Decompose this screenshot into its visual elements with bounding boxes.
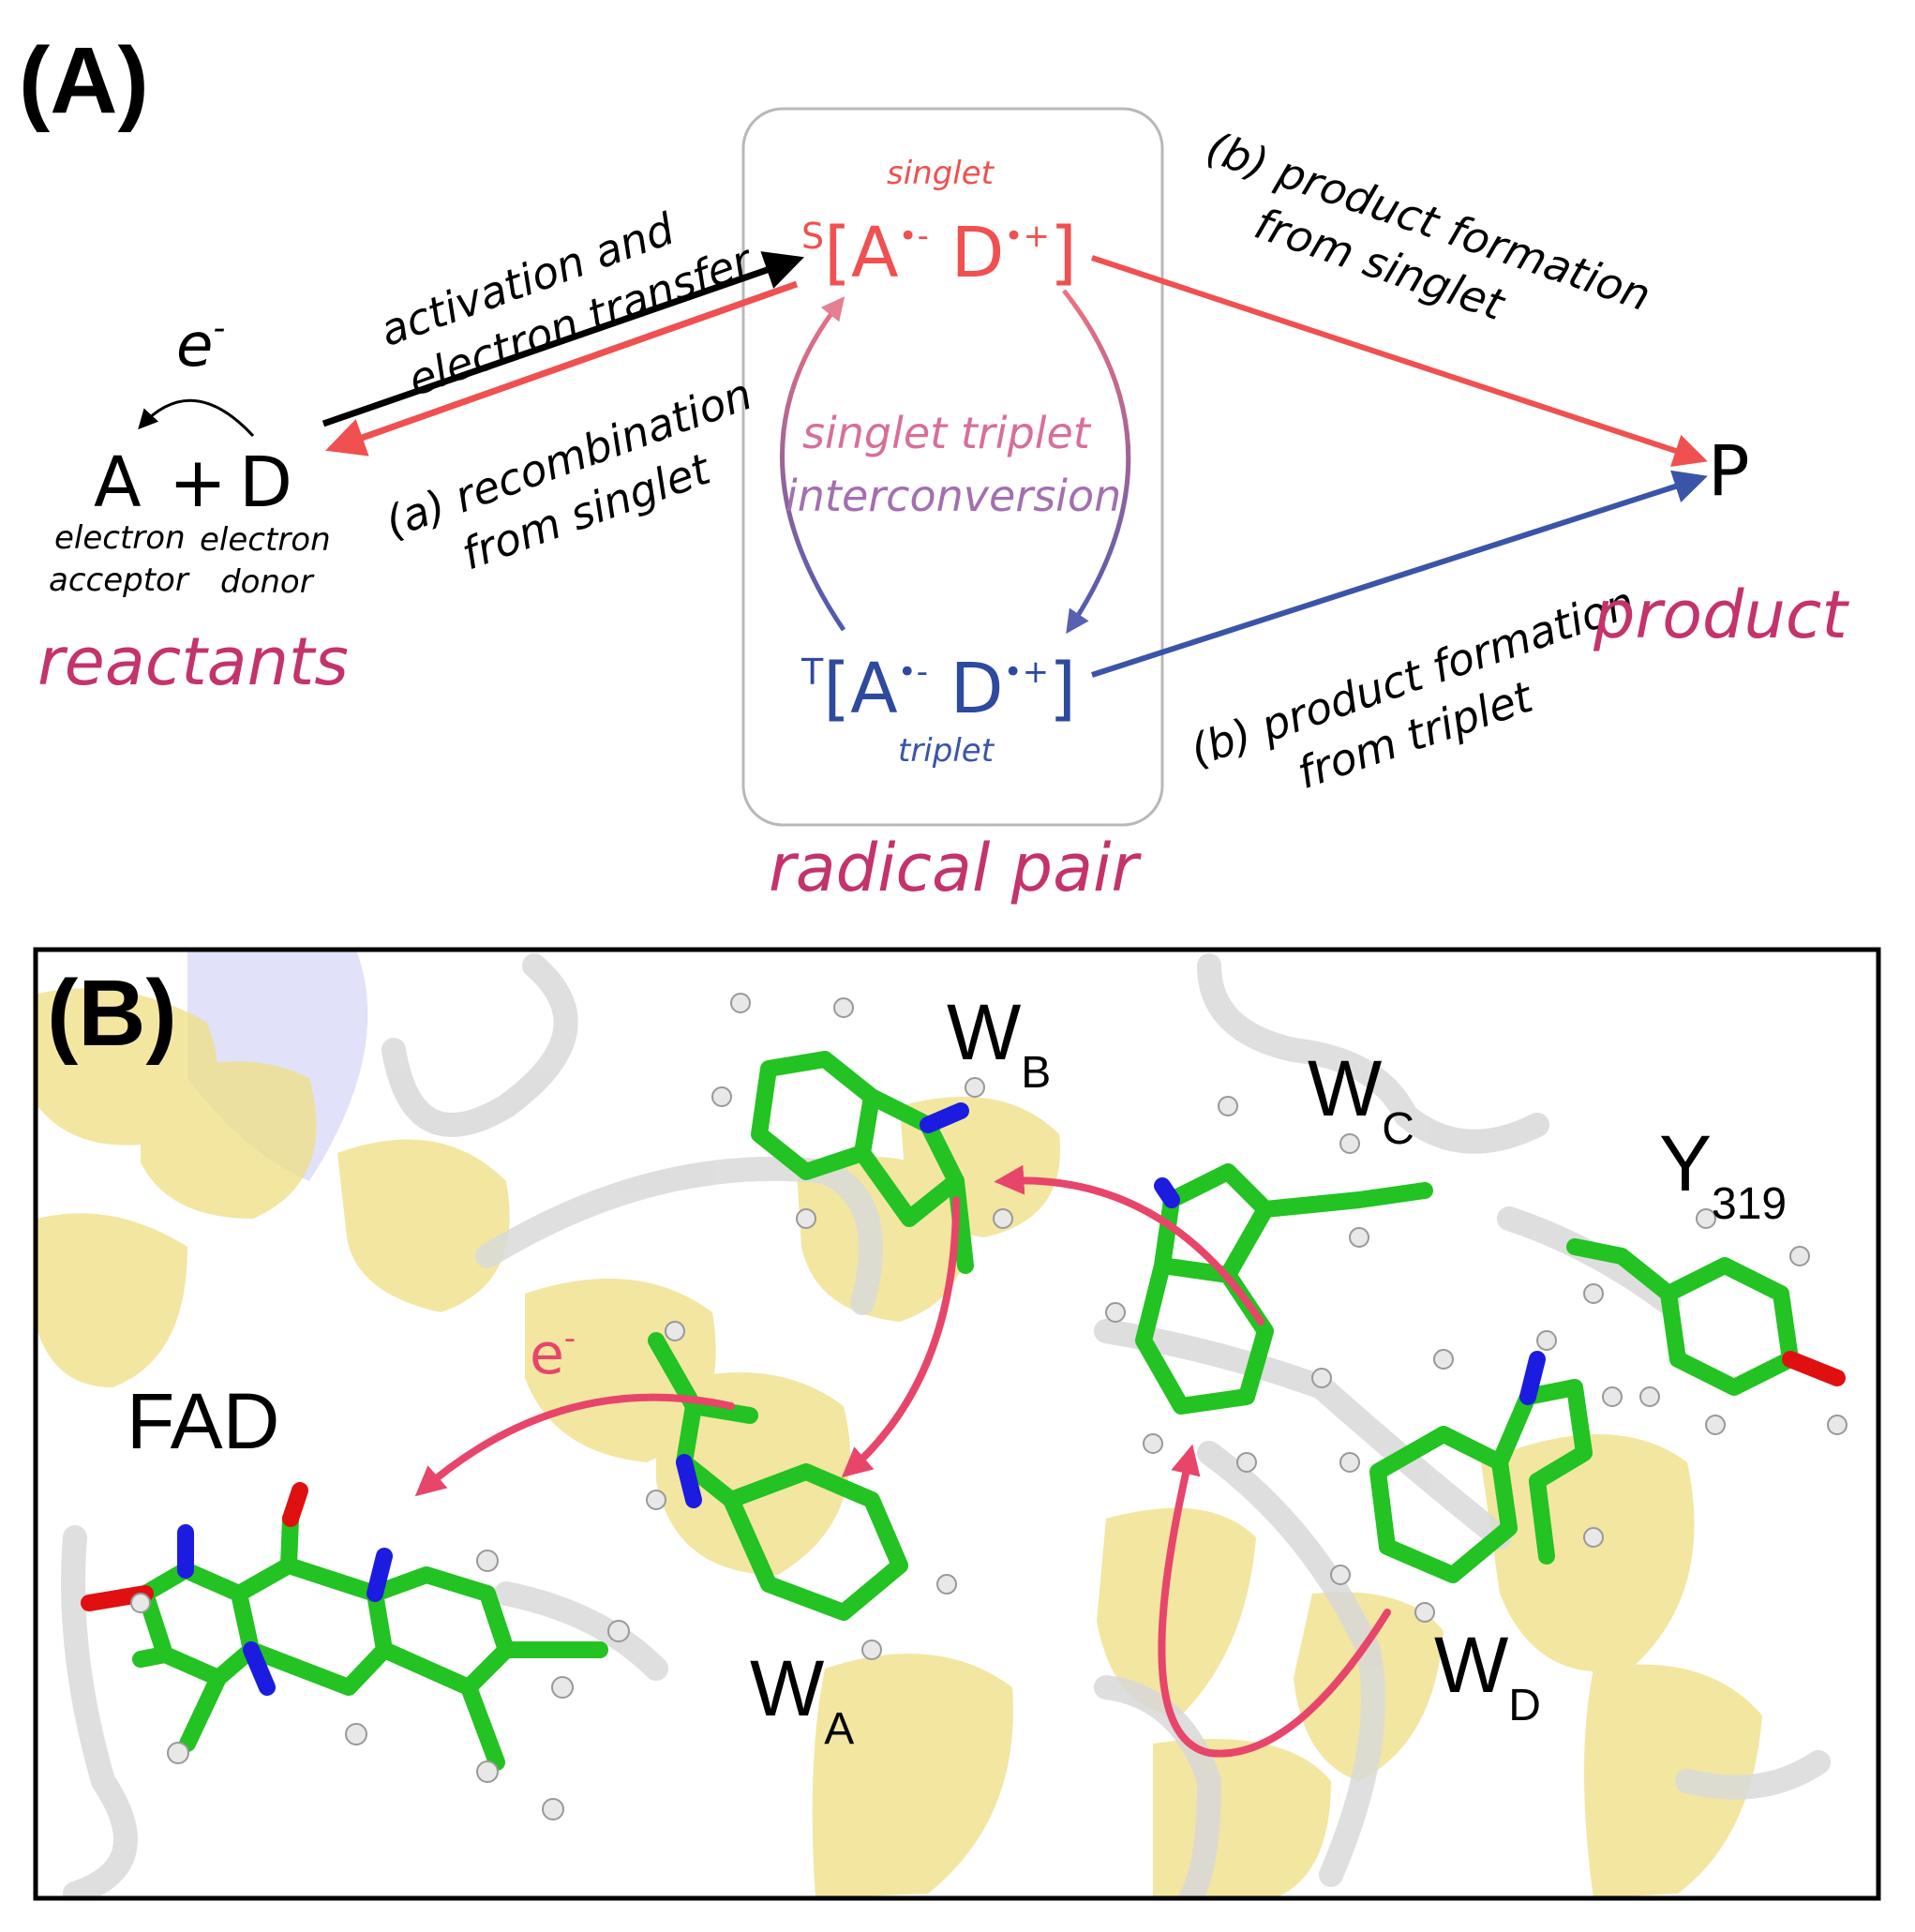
tyrosine-319 <box>1566 1208 1848 1435</box>
product-singlet-arrow <box>1091 255 1708 468</box>
singlet-label: singlet <box>887 155 995 192</box>
hop-wb-wa <box>841 1196 960 1478</box>
triplet-label: triplet <box>898 732 995 770</box>
panel-a: (A) e- A + D electron acceptor electron … <box>19 28 1849 906</box>
activation-arrow <box>322 251 804 427</box>
residue-y319-main: Y <box>1659 1119 1712 1207</box>
triplet-prefix: T <box>800 651 824 693</box>
svg-text:WA: WA <box>750 1644 854 1754</box>
triplet-a-sup: •- <box>898 653 928 691</box>
residue-wb-main: W <box>947 988 1021 1076</box>
hop-wd-wc <box>1158 1444 1391 1758</box>
donor-symbol: D <box>239 442 292 523</box>
singlet-d-sup: •+ <box>1004 217 1050 255</box>
panel-b-label: (B) <box>47 961 177 1066</box>
acceptor-desc-2: acceptor <box>49 562 190 599</box>
product-label: product <box>1593 577 1849 653</box>
reactants-group: e- A + D electron acceptor electron dono… <box>37 309 349 700</box>
electron-hop-arrows <box>414 1164 1391 1758</box>
residue-wd-main: W <box>1434 1621 1508 1709</box>
acceptor-symbol: A <box>94 442 142 523</box>
svg-text:WC: WC <box>1308 1044 1414 1154</box>
product-triplet-arrow <box>1091 470 1708 678</box>
protein-render <box>36 950 1878 1898</box>
singlet-mid: D <box>929 213 1005 293</box>
svg-text:Y319: Y319 <box>1659 1119 1787 1229</box>
electron-transfer-arrow <box>138 398 255 438</box>
fad-label: FAD <box>127 1377 279 1465</box>
product-symbol: P <box>1708 431 1750 512</box>
panel-b-electron: e <box>530 1322 564 1387</box>
singlet-state: singlet S[A•- D•+] <box>801 155 1077 293</box>
residue-wc-main: W <box>1308 1044 1382 1132</box>
electron-symbol: e <box>176 311 213 381</box>
reactants-label: reactants <box>37 623 349 700</box>
electron-sup: - <box>213 309 225 348</box>
residue-wa-main: W <box>750 1644 824 1732</box>
singlet-prefix: S <box>801 216 824 257</box>
svg-text:e-: e- <box>530 1320 576 1387</box>
svg-text:e-: e- <box>176 309 225 381</box>
interconversion-line-2: interconversion <box>785 471 1121 521</box>
cycle-arrow-left <box>780 296 846 632</box>
hop-wa-fad <box>414 1393 735 1497</box>
donor-desc-1: electron <box>200 521 331 559</box>
triplet-close: ] <box>1049 649 1076 729</box>
panel-b-frame <box>33 947 1881 1901</box>
triplet-state: T[A•- D•+] triplet <box>800 649 1076 770</box>
acceptor-desc-1: electron <box>54 519 186 557</box>
residue-wb-sub: B <box>1021 1048 1051 1098</box>
panel-b-electron-sup: - <box>564 1320 576 1357</box>
cycle-arrow-right <box>1062 289 1131 635</box>
plus-sign: + <box>169 442 227 523</box>
tryptophan-b <box>711 993 1013 1274</box>
triplet-d-sup: •+ <box>1004 653 1050 691</box>
interconversion-line-1: singlet triplet <box>802 408 1092 458</box>
residue-wa-sub: A <box>824 1704 854 1754</box>
panel-b: (B) FAD e- WA WB WC WD Y319 <box>33 947 1881 1901</box>
panel-a-label: (A) <box>19 28 149 133</box>
svg-text:WB: WB <box>947 988 1051 1098</box>
tryptophan-a <box>646 1321 957 1660</box>
tryptophan-d <box>1330 1330 1623 1623</box>
svg-text:S[A•- D•+]: S[A•- D•+] <box>801 213 1077 293</box>
recombination-arrow <box>325 280 799 457</box>
hop-wc-wb <box>994 1164 1264 1325</box>
residue-wd-sub: D <box>1508 1681 1541 1730</box>
radical-pair-label: radical pair <box>769 830 1142 906</box>
fad-molecule <box>81 1482 630 1820</box>
residue-y319-sub: 319 <box>1712 1179 1787 1229</box>
donor-desc-2: donor <box>220 563 315 601</box>
singlet-close: ] <box>1050 213 1077 293</box>
singlet-a-sup: •- <box>899 217 929 255</box>
singlet-open: [A <box>824 213 899 293</box>
triplet-mid: D <box>928 649 1004 729</box>
triplet-open: [A <box>823 649 898 729</box>
residue-wc-sub: C <box>1382 1104 1414 1154</box>
svg-text:T[A•- D•+]: T[A•- D•+] <box>800 649 1076 729</box>
radical-pair-box <box>741 107 1164 827</box>
svg-text:WD: WD <box>1434 1621 1541 1730</box>
